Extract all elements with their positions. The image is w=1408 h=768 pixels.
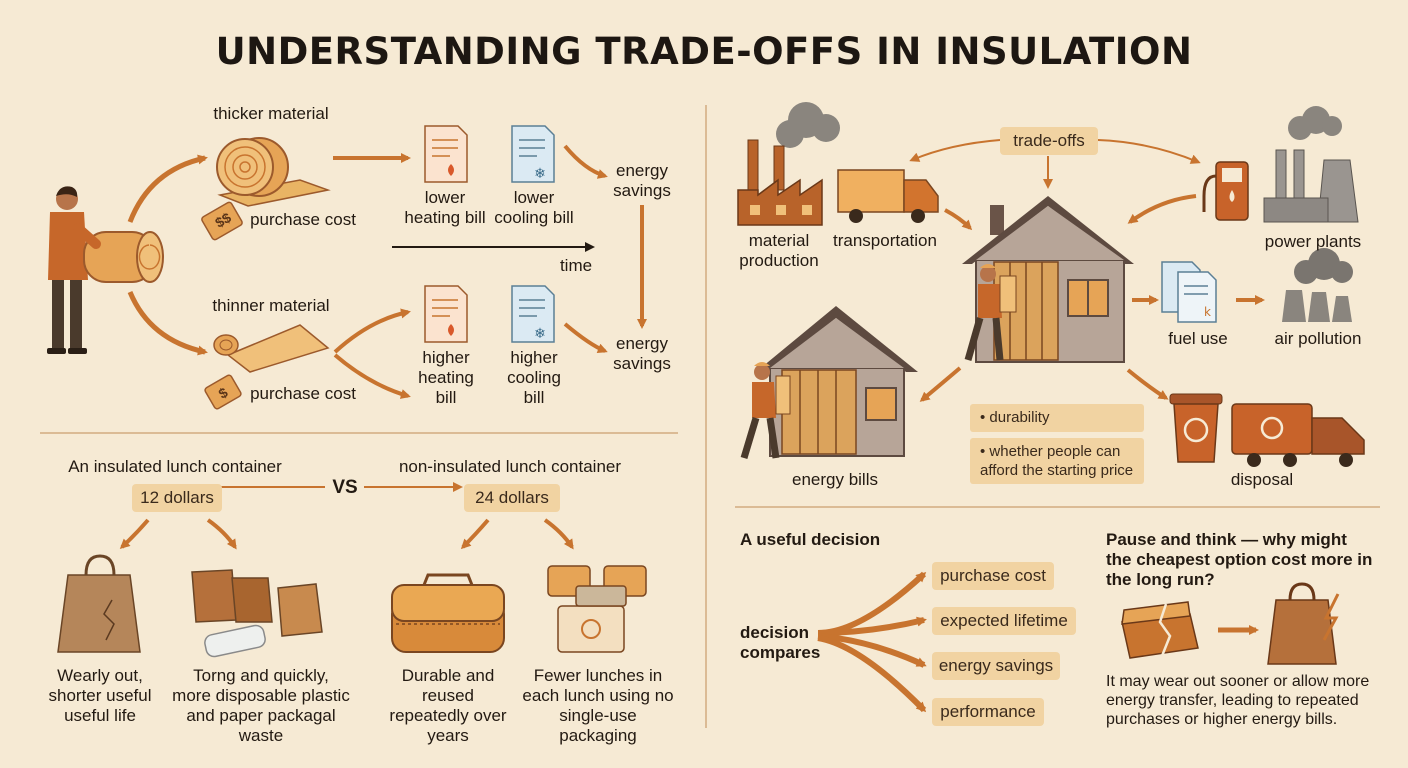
arrow-power-to-house [1127, 194, 1197, 224]
fuel-use-label: fuel use [1168, 329, 1228, 348]
svg-text:❄: ❄ [534, 326, 546, 342]
arrow-to-container [460, 518, 490, 550]
heating-bill-document-icon [424, 125, 468, 183]
page-title: UNDERSTANDING TRADE-OFFS IN INSULATION [215, 30, 1193, 73]
arrow-to-higher-bill-lower [333, 353, 411, 399]
reusable-lunch-boxes-icon [547, 565, 647, 653]
fuel-bill-documents-icon: k [1161, 261, 1217, 323]
caption-text: Torng and quickly, more disposable plast… [172, 666, 350, 745]
power-plants-label: power plants [1264, 232, 1362, 251]
arrow-to-waste [206, 518, 237, 550]
transportation-label: transportation [833, 231, 937, 250]
arrow-to-expected-lifetime [817, 616, 927, 636]
vs-label: VS [332, 477, 358, 498]
svg-text:❄: ❄ [534, 166, 546, 182]
insulated-container-heading: An insulated lunch container [68, 457, 282, 476]
arrow-trade-offs-left [909, 139, 1001, 162]
trade-offs-badge: trade-offs [1000, 127, 1098, 155]
garbage-truck-icon [1231, 403, 1365, 467]
cooling-bill-document-icon: ❄ [511, 285, 555, 343]
factory-icon [737, 102, 840, 226]
arrow-to-performance [817, 635, 927, 713]
arrow-to-energy-savings [817, 633, 927, 668]
disposal-label: disposal [1230, 470, 1294, 489]
arrow-to-higher-bill-upper [333, 308, 411, 354]
arrow-to-thicker [127, 154, 208, 223]
higher-cooling-bill-label: higher cooling bill [507, 348, 561, 407]
caption-text: Fewer lunches in each lunch using no sin… [522, 666, 674, 745]
time-axis-label: time [559, 256, 593, 275]
non-insulated-container-heading: non-insulated lunch container [398, 457, 622, 476]
cooling-bill-document-icon: ❄ [511, 125, 555, 183]
air-pollution-plant-icon [1282, 248, 1353, 322]
fuel-pump-icon [1202, 161, 1249, 221]
option-performance: performance [932, 698, 1044, 726]
recycling-bin-icon [1169, 393, 1223, 463]
insulated-lunch-container-icon [391, 573, 505, 653]
thinner-material-label: thinner material [212, 296, 330, 315]
truck-icon [837, 169, 939, 223]
option-energy-savings: energy savings [932, 652, 1060, 680]
option-expected-lifetime: expected lifetime [932, 607, 1076, 635]
arrow-to-energy-savings-2 [563, 322, 608, 354]
material-production-label: material production [739, 231, 819, 270]
thick-roll-icon [216, 137, 331, 207]
broken-box-icon [1121, 601, 1199, 659]
worker-icon [964, 264, 1017, 361]
arrow-to-bag [119, 518, 150, 550]
arrow-truck-to-house [944, 208, 973, 231]
house-icon [756, 306, 918, 457]
price-badge: 12 dollars [132, 484, 222, 512]
decision-compares-label: decision compares [740, 623, 821, 662]
thicker-material-label: thicker material [213, 104, 329, 123]
svg-text:k: k [1204, 305, 1211, 319]
energy-bills-label: energy bills [792, 470, 878, 489]
energy-savings-label: energy savings [613, 161, 671, 200]
arrow-house-to-small-house [919, 366, 962, 402]
damaged-bag-icon [1267, 582, 1340, 665]
worker-icon [740, 362, 791, 460]
lower-heating-bill-label: lower heating bill [404, 188, 486, 227]
pause-and-think-question: Pause and think — why might the cheapest… [1106, 530, 1373, 589]
torn-packaging-waste-icon [191, 569, 323, 658]
higher-heating-bill-label: higher heating bill [418, 348, 474, 407]
energy-savings-label: energy savings [613, 334, 671, 373]
paper-bag-icon [57, 554, 141, 653]
caption-text: Durable and reused repeatedly over years [389, 666, 507, 745]
arrow-trade-offs-right [1097, 139, 1201, 164]
price-tag-icon [204, 374, 242, 410]
price-tag-icon [201, 201, 243, 241]
arrow-to-thinner [127, 291, 208, 356]
purchase-cost-label: purchase cost [250, 384, 356, 403]
option-purchase-cost: purchase cost [932, 562, 1054, 590]
arrow-to-reused-boxes [543, 518, 574, 550]
arrow-to-energy-savings-1 [563, 144, 608, 179]
bullet-durability: • durability [970, 404, 1144, 432]
bullet-affordability: • whether people can afford the starting… [970, 438, 1144, 484]
heating-bill-document-icon [424, 285, 468, 343]
price-badge: 24 dollars [464, 484, 560, 512]
power-plant-icon [1263, 106, 1359, 223]
purchase-cost-label: purchase cost [250, 210, 356, 229]
person-holding-roll-icon [47, 186, 164, 354]
caption-text: Wearly out, shorter useful useful life [48, 666, 152, 725]
lower-cooling-bill-label: lower cooling bill [494, 188, 574, 227]
useful-decision-heading: A useful decision [740, 530, 881, 549]
thin-roll-icon [213, 324, 330, 373]
air-pollution-label: air pollution [1274, 329, 1362, 348]
answer-text: It may wear out sooner or allow more ene… [1106, 673, 1370, 728]
arrow-house-to-disposal [1126, 368, 1169, 400]
